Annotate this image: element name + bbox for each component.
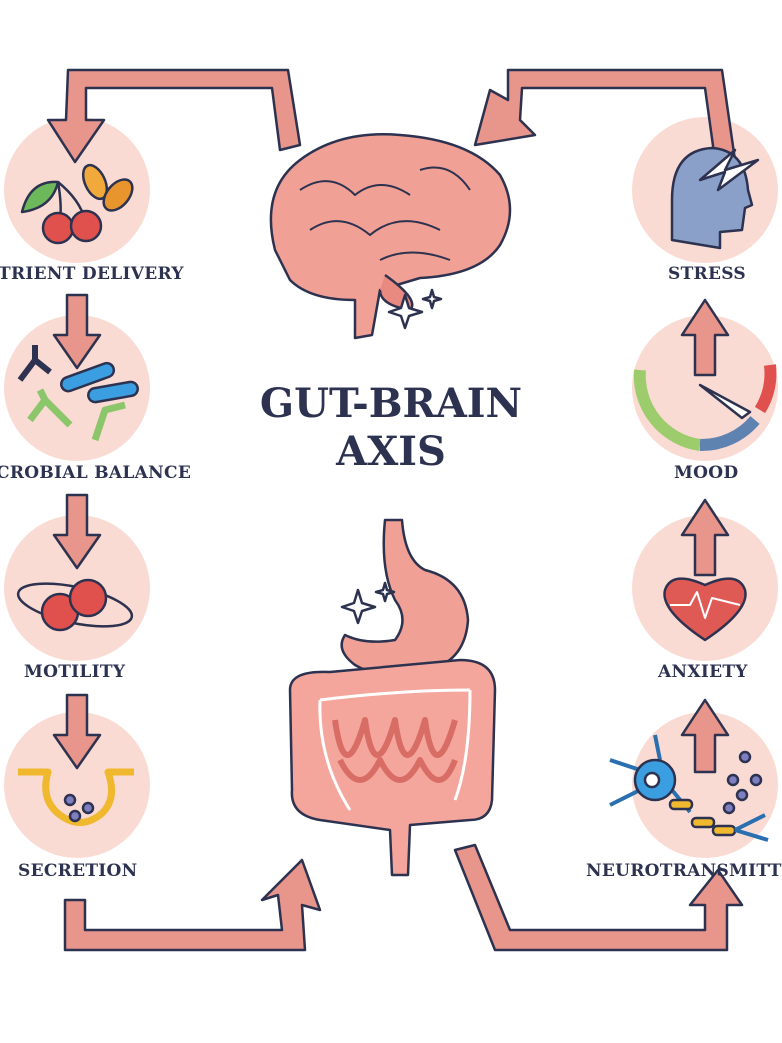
arrow-down-1 [52, 293, 102, 370]
cherries-almonds-icon [20, 163, 134, 245]
sparkle-icon [340, 581, 396, 625]
arrow-secretion-to-gut [63, 858, 322, 952]
bacteria-icon [17, 345, 139, 442]
arrow-brain-to-nutrient [46, 68, 302, 164]
secretion-icon [18, 768, 134, 826]
stressed-head-icon [670, 146, 760, 250]
title-line-2: AXIS [336, 428, 446, 475]
title-line-1: GUT-BRAIN [259, 380, 523, 427]
circle-neuro [632, 712, 778, 858]
arrow-up-stress [680, 298, 730, 377]
motility-icon [16, 578, 134, 632]
label-secretion: SECRETION [18, 861, 138, 881]
arrow-stress-to-brain [473, 68, 737, 162]
label-stress: STRESS [668, 264, 746, 284]
heart-pulse-icon [663, 577, 747, 642]
label-microbial-balance: CROBIAL BALANCE [0, 463, 192, 483]
arrow-down-2 [52, 493, 102, 570]
brain-illustration [269, 133, 512, 340]
label-neurotransmitters: NEUROTRANSMITT [586, 861, 782, 881]
circle-nutrient [4, 117, 150, 263]
arrow-up-anxiety [680, 698, 730, 774]
label-motility: MOTILITY [24, 662, 126, 682]
arrow-up-mood [680, 498, 730, 577]
arrow-down-3 [52, 693, 102, 770]
arrow-gut-to-neuro [453, 843, 744, 952]
neuron-icon [609, 734, 769, 842]
gut-illustration [288, 518, 497, 877]
label-nutrient-delivery: TRIENT DELIVERY [0, 264, 184, 284]
label-anxiety: ANXIETY [658, 662, 748, 682]
circle-secretion [4, 712, 150, 858]
sparkle-icon [387, 288, 443, 330]
label-mood: MOOD [674, 463, 739, 483]
mood-gauge-icon [633, 364, 777, 452]
